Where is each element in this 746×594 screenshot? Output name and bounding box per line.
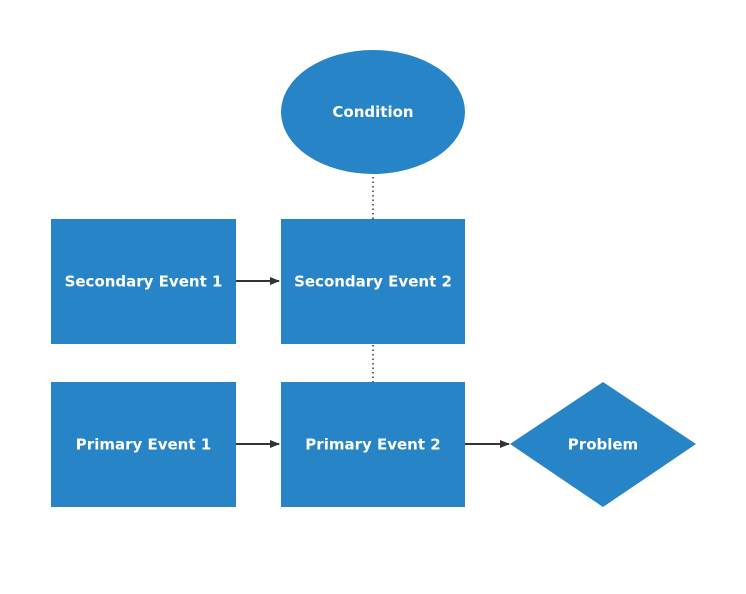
problem-node: Problem (510, 382, 696, 507)
primary-event-2-node: Primary Event 2 (281, 382, 465, 507)
primary-event-2-label: Primary Event 2 (305, 436, 440, 454)
condition-shape (281, 50, 465, 174)
problem-shape (510, 382, 696, 507)
problem-label: Problem (568, 436, 638, 454)
condition-node: Condition (281, 50, 465, 174)
secondary-event-2-shape (281, 219, 465, 344)
secondary-event-1-label: Secondary Event 1 (65, 273, 223, 291)
primary-event-1-node: Primary Event 1 (51, 382, 236, 507)
secondary-event-1-shape (51, 219, 236, 344)
secondary-event-2-label: Secondary Event 2 (294, 273, 452, 291)
primary-event-2-shape (281, 382, 465, 507)
secondary-event-1-node: Secondary Event 1 (51, 219, 236, 344)
condition-label: Condition (332, 103, 413, 121)
primary-event-1-label: Primary Event 1 (76, 436, 211, 454)
primary-event-1-shape (51, 382, 236, 507)
secondary-event-2-node: Secondary Event 2 (281, 219, 465, 344)
